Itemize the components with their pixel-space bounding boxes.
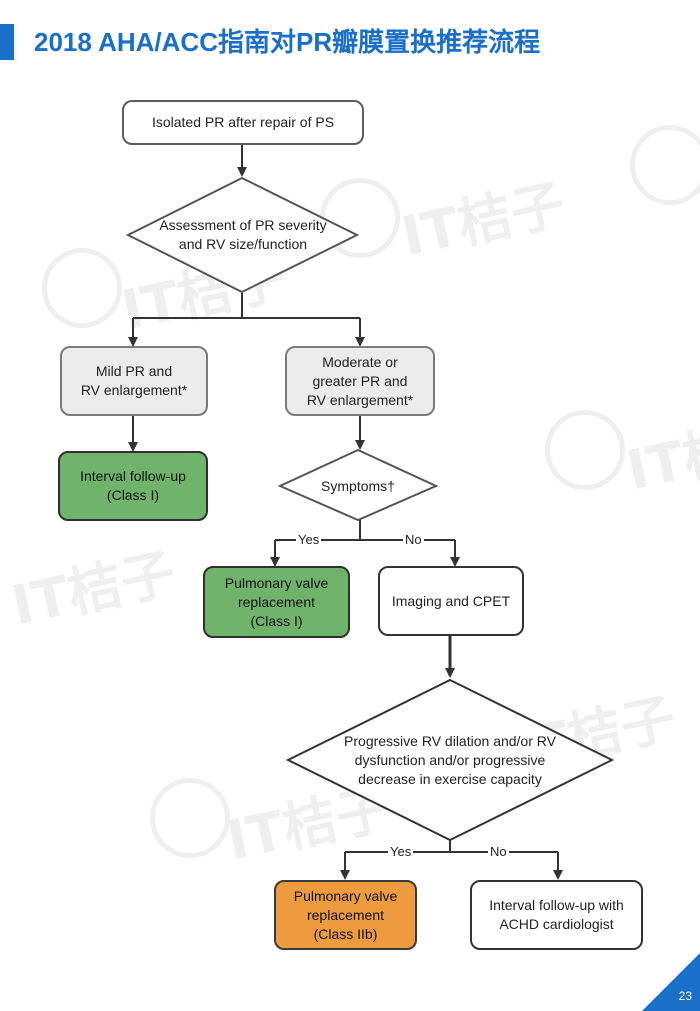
moderate-pr-line: RV enlargement* xyxy=(306,391,414,408)
pvr-class2b-line: (Class IIb) xyxy=(313,925,378,942)
title-accent-bar xyxy=(0,24,14,60)
progressive-line: and/or progressive decrease xyxy=(358,751,546,787)
pvr-class2b-line: replacement xyxy=(306,906,385,923)
moderate-pr-line: greater PR and xyxy=(312,372,408,389)
progressive-yes-label: Yes xyxy=(388,844,414,859)
progressive-line: Progressive RV dilation xyxy=(344,732,490,749)
pvr-class1-line: Pulmonary valve xyxy=(224,574,329,591)
pvr-class2b-node: Pulmonary valve replacement (Class IIb) xyxy=(274,880,417,950)
moderate-pr-line: Moderate or xyxy=(322,353,398,370)
symptoms-no-label: No xyxy=(403,532,424,547)
mild-pr-line: RV enlargement* xyxy=(80,382,188,398)
page-corner-decoration xyxy=(642,953,700,1011)
symptoms-yes-label: Yes xyxy=(296,532,322,547)
progressive-line: and/or RV dysfunction xyxy=(354,732,556,768)
assessment-diamond xyxy=(125,176,360,294)
imaging-text: Imaging and CPET xyxy=(391,592,511,609)
followup-class1-line: (Class I) xyxy=(106,487,160,503)
start-node-text: Isolated PR after repair of PS xyxy=(151,114,335,130)
pvr-class1-line: replacement xyxy=(237,593,316,610)
progressive-no-label: No xyxy=(488,844,509,859)
page-title: 2018 AHA/ACC指南对PR瓣膜置换推荐流程 xyxy=(34,27,541,57)
followup-achd-line: Interval follow-up with xyxy=(489,897,624,913)
symptoms-label: Symptoms† xyxy=(300,474,416,498)
mild-pr-node: Mild PR and RV enlargement* xyxy=(60,346,208,416)
followup-achd-node: Interval follow-up with ACHD cardiologis… xyxy=(470,880,643,950)
pvr-class2b-line: Pulmonary valve xyxy=(293,887,398,904)
assessment-line: PR severity and xyxy=(178,217,327,252)
symptoms-text: Symptoms† xyxy=(321,477,395,494)
header: 2018 AHA/ACC指南对PR瓣膜置换推荐流程 xyxy=(0,10,700,60)
pvr-class1-line: (Class I) xyxy=(250,612,303,629)
moderate-pr-node: Moderate or greater PR and RV enlargemen… xyxy=(285,346,435,416)
symptoms-diamond xyxy=(277,448,439,522)
followup-class1-line: Interval follow-up xyxy=(80,468,186,484)
followup-class1-node: Interval follow-up (Class I) xyxy=(58,451,208,521)
mild-pr-line: Mild PR and xyxy=(95,363,173,379)
progressive-diamond xyxy=(285,678,615,842)
progressive-line: in exercise capacity xyxy=(419,770,542,787)
assessment-line: RV size/function xyxy=(206,236,308,252)
followup-achd-line: ACHD cardiologist xyxy=(499,916,614,932)
assessment-label: Assessment of PR severity and RV size/fu… xyxy=(158,200,328,270)
assessment-line: Assessment of xyxy=(159,217,252,233)
pvr-class1-node: Pulmonary valve replacement (Class I) xyxy=(203,566,350,638)
page-number: 23 xyxy=(678,989,692,1003)
imaging-node: Imaging and CPET xyxy=(378,566,524,636)
progressive-label: Progressive RV dilation and/or RV dysfun… xyxy=(340,718,560,802)
start-node: Isolated PR after repair of PS xyxy=(122,100,364,145)
